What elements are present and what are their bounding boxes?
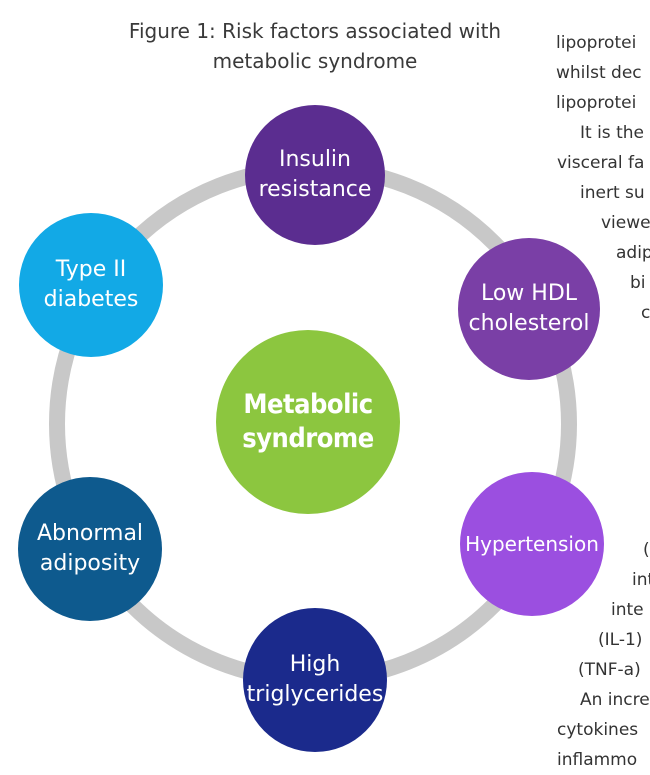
figure-title: Figure 1: Risk factors associated with m… (128, 19, 502, 73)
center-label: Metabolic syndrome (242, 389, 374, 454)
article-text-line: inert su (580, 183, 645, 203)
article-text-line: cytokines (557, 720, 639, 740)
node-label: Abnormal adiposity (36, 521, 144, 576)
article-text-line: whilst dec (556, 63, 642, 83)
article-text-line: c (641, 303, 650, 323)
article-text-line: inflammo (557, 750, 638, 770)
article-text-line: visceral fa (557, 153, 645, 173)
article-text-line: It is the (580, 123, 644, 143)
type-ii-diabetes-node: Type II diabetes (19, 213, 163, 357)
article-text-line: int (632, 570, 650, 590)
node-label: High triglycerides (246, 652, 384, 707)
article-text-line: inte (611, 600, 644, 620)
article-text-line: lipoprotei (556, 33, 637, 53)
node-label: Type II diabetes (43, 257, 139, 312)
node-label: Hypertension (465, 532, 599, 556)
article-text-line: (IL-1) (598, 630, 643, 650)
article-text-line: bi (630, 273, 646, 293)
low-hdl-cholesterol-node: Low HDL cholesterol (458, 238, 600, 380)
insulin-resistance-node: Insulin resistance (245, 105, 385, 245)
article-text-line: An incre (580, 690, 650, 710)
article-text-line: (TNF-a) (578, 660, 641, 680)
node-label: Insulin resistance (258, 147, 372, 202)
abnormal-adiposity-node: Abnormal adiposity (18, 477, 162, 621)
node-label: Low HDL cholesterol (468, 281, 590, 336)
article-text-line: adip (616, 243, 650, 263)
article-text-line: ( (643, 540, 650, 560)
metabolic-syndrome-node: Metabolic syndrome (216, 330, 400, 514)
article-text-line: viewe (601, 213, 650, 233)
high-triglycerides-node: High triglycerides (243, 608, 387, 752)
hypertension-node: Hypertension (460, 472, 604, 616)
article-text-line: lipoprotei (556, 93, 637, 113)
